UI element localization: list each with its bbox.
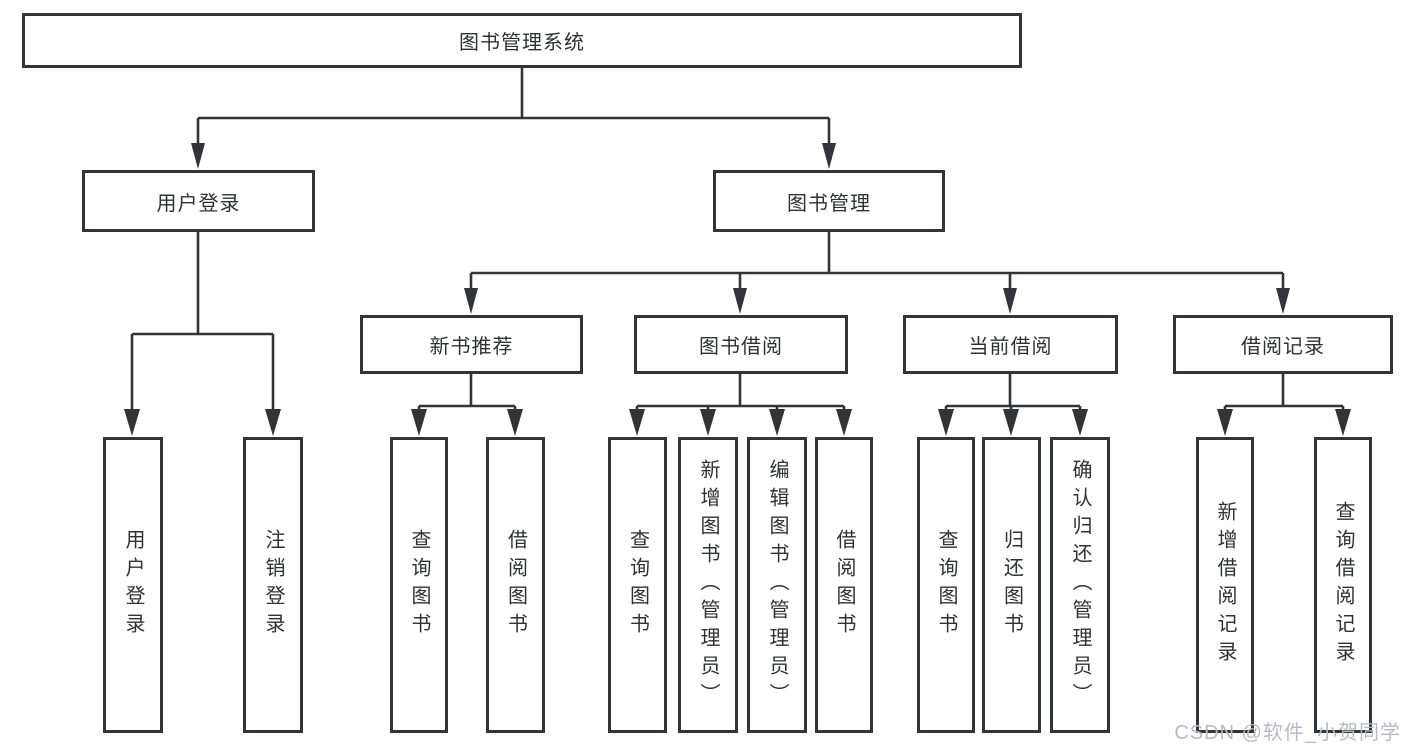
node-new-book-recommend: 新书推荐 [360,315,583,374]
node-current-borrow: 当前借阅 [903,315,1118,374]
leaf-recommend-borrow-book-label: 借阅图书 [504,529,527,641]
leaf-borrow-add-book-admin-label: 新增图书（管理员） [697,459,719,711]
node-borrow-records: 借阅记录 [1173,315,1393,374]
leaf-user-login-label: 用户登录 [122,529,144,641]
leaf-recommend-query-book: 查询图书 [390,437,448,733]
leaf-record-add-label: 新增借阅记录 [1214,501,1236,669]
leaf-current-query-book-label: 查询图书 [935,529,957,641]
leaf-current-query-book: 查询图书 [917,437,975,733]
leaf-borrow-edit-book-admin-label: 编辑图书（管理员） [766,459,788,711]
leaf-borrow-add-book-admin: 新增图书（管理员） [678,437,738,733]
leaf-current-return-book-label: 归还图书 [1000,529,1023,641]
leaf-record-query: 查询借阅记录 [1314,437,1372,733]
node-book-borrow: 图书借阅 [634,315,848,374]
leaf-user-login: 用户登录 [103,437,163,733]
leaf-borrow-borrow-book: 借阅图书 [815,437,873,733]
leaf-borrow-query-book: 查询图书 [608,437,667,733]
node-book-management: 图书管理 [713,170,945,232]
leaf-current-confirm-return-admin-label: 确认归还（管理员） [1069,459,1091,711]
leaf-borrow-edit-book-admin: 编辑图书（管理员） [747,437,807,733]
leaf-borrow-query-book-label: 查询图书 [626,529,649,641]
leaf-borrow-borrow-book-label: 借阅图书 [833,529,855,641]
leaf-logout: 注销登录 [243,437,303,733]
leaf-recommend-borrow-book: 借阅图书 [486,437,545,733]
leaf-current-confirm-return-admin: 确认归还（管理员） [1050,437,1110,733]
node-user-login: 用户登录 [82,170,315,232]
node-root-system: 图书管理系统 [22,13,1022,68]
leaf-recommend-query-book-label: 查询图书 [408,529,430,641]
leaf-record-query-label: 查询借阅记录 [1332,501,1354,669]
csdn-watermark: CSDN @软件_小贺同学 [1174,722,1401,744]
leaf-record-add: 新增借阅记录 [1196,437,1254,733]
leaf-logout-label: 注销登录 [262,529,284,641]
leaf-current-return-book: 归还图书 [982,437,1041,733]
